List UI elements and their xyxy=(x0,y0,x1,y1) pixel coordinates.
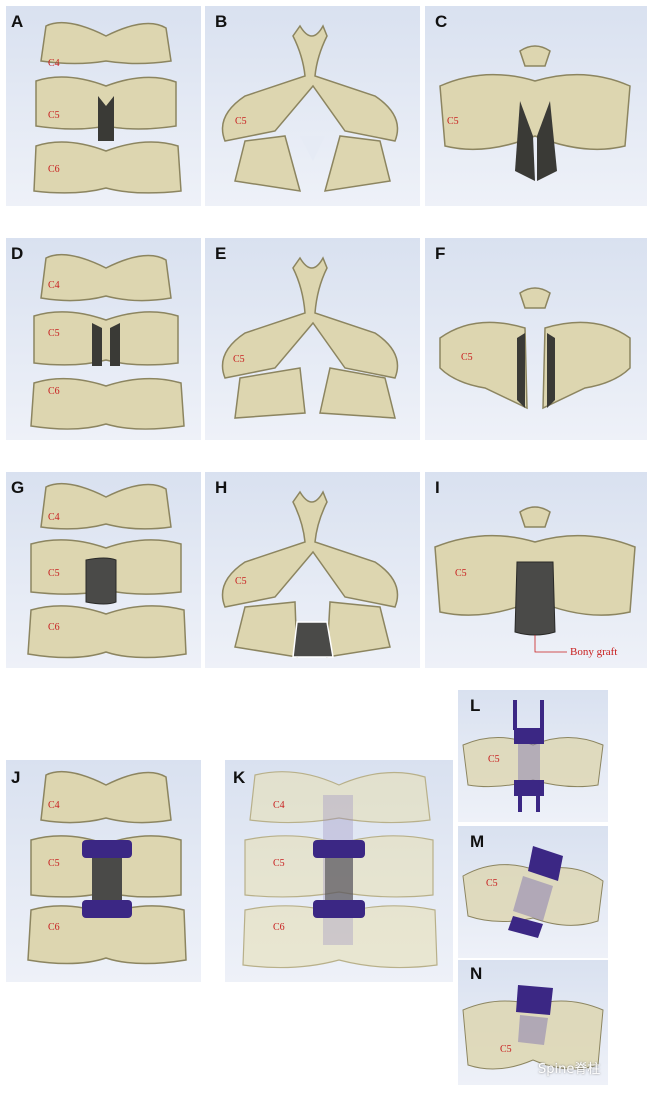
panel-b: B C5 xyxy=(205,6,420,206)
panel-j: J C4 C5 C6 xyxy=(6,760,201,982)
panel-letter: M xyxy=(470,832,485,851)
panel-letter: J xyxy=(11,768,21,787)
panel-c: C C5 xyxy=(425,6,647,206)
c5-label: C5 xyxy=(486,878,498,889)
vertebra-oblique-view-image xyxy=(439,287,631,410)
panel-letter: C xyxy=(435,12,448,31)
c5-label: C5 xyxy=(233,354,245,365)
panel-h: H C5 xyxy=(205,472,420,668)
vertebra-oblique-view-image xyxy=(439,45,631,181)
spine-front-view-image xyxy=(30,253,185,430)
panel-letter: A xyxy=(11,12,24,31)
panel-m: M C5 xyxy=(458,826,608,958)
vertebra-with-plate-oblique-image xyxy=(462,846,604,938)
panel-letter: B xyxy=(215,12,228,31)
panel-i: I C5 Bony graft xyxy=(425,472,647,668)
c5-label: C5 xyxy=(48,568,60,579)
panel-k: K C4 C5 C6 xyxy=(225,760,453,982)
c6-label: C6 xyxy=(48,386,60,397)
panel-a: A C4 C5 C6 xyxy=(6,6,201,206)
c5-label: C5 xyxy=(461,352,473,363)
c5-label: C5 xyxy=(273,858,285,869)
watermark-text: Spine脊柱 xyxy=(538,1062,601,1077)
c4-label: C4 xyxy=(48,800,60,811)
vertebra-top-view-image xyxy=(221,24,399,192)
spine-with-plate-image xyxy=(27,770,187,965)
vertebra-oblique-view-image xyxy=(434,506,636,653)
vertebra-top-view-image xyxy=(221,490,399,658)
c5-label: C5 xyxy=(235,576,247,587)
panel-letter: L xyxy=(470,696,481,715)
vertebra-with-plate-front-image xyxy=(462,700,604,812)
vertebra-top-view-image xyxy=(221,256,399,419)
vertebra-with-plate-top-image xyxy=(462,985,604,1070)
c6-label: C6 xyxy=(48,922,60,933)
c5-label: C5 xyxy=(455,568,467,579)
c4-label: C4 xyxy=(48,280,60,291)
c6-label: C6 xyxy=(48,164,60,175)
panel-letter: K xyxy=(233,768,246,787)
panel-letter: N xyxy=(470,964,483,983)
panel-letter: F xyxy=(435,244,446,263)
panel-l: L C5 xyxy=(458,690,608,822)
panel-letter: I xyxy=(435,478,440,497)
c5-label: C5 xyxy=(48,328,60,339)
panel-letter: D xyxy=(11,244,24,263)
c5-label: C5 xyxy=(447,116,459,127)
panel-g: G C4 C5 C6 xyxy=(6,472,201,668)
c4-label: C4 xyxy=(48,512,60,523)
c5-label: C5 xyxy=(48,858,60,869)
panel-f: F C5 xyxy=(425,238,647,440)
panel-letter: H xyxy=(215,478,228,497)
spine-front-view-image xyxy=(33,21,182,194)
c6-label: C6 xyxy=(273,922,285,933)
bony-graft-annotation: Bony graft xyxy=(570,646,618,658)
c5-label: C5 xyxy=(235,116,247,127)
panel-letter: G xyxy=(11,478,25,497)
panel-d: D C4 C5 C6 xyxy=(6,238,201,440)
panel-e: E C5 xyxy=(205,238,420,440)
transparent-spine-with-plate-image xyxy=(242,771,438,969)
c5-label: C5 xyxy=(488,754,500,765)
panel-letter: E xyxy=(215,244,227,263)
c5-label: C5 xyxy=(500,1044,512,1055)
panel-n: N C5 Spine脊柱 xyxy=(458,960,608,1085)
c4-label: C4 xyxy=(48,58,60,69)
spine-front-view-image xyxy=(27,482,187,659)
c5-label: C5 xyxy=(48,110,60,121)
c6-label: C6 xyxy=(48,622,60,633)
c4-label: C4 xyxy=(273,800,285,811)
